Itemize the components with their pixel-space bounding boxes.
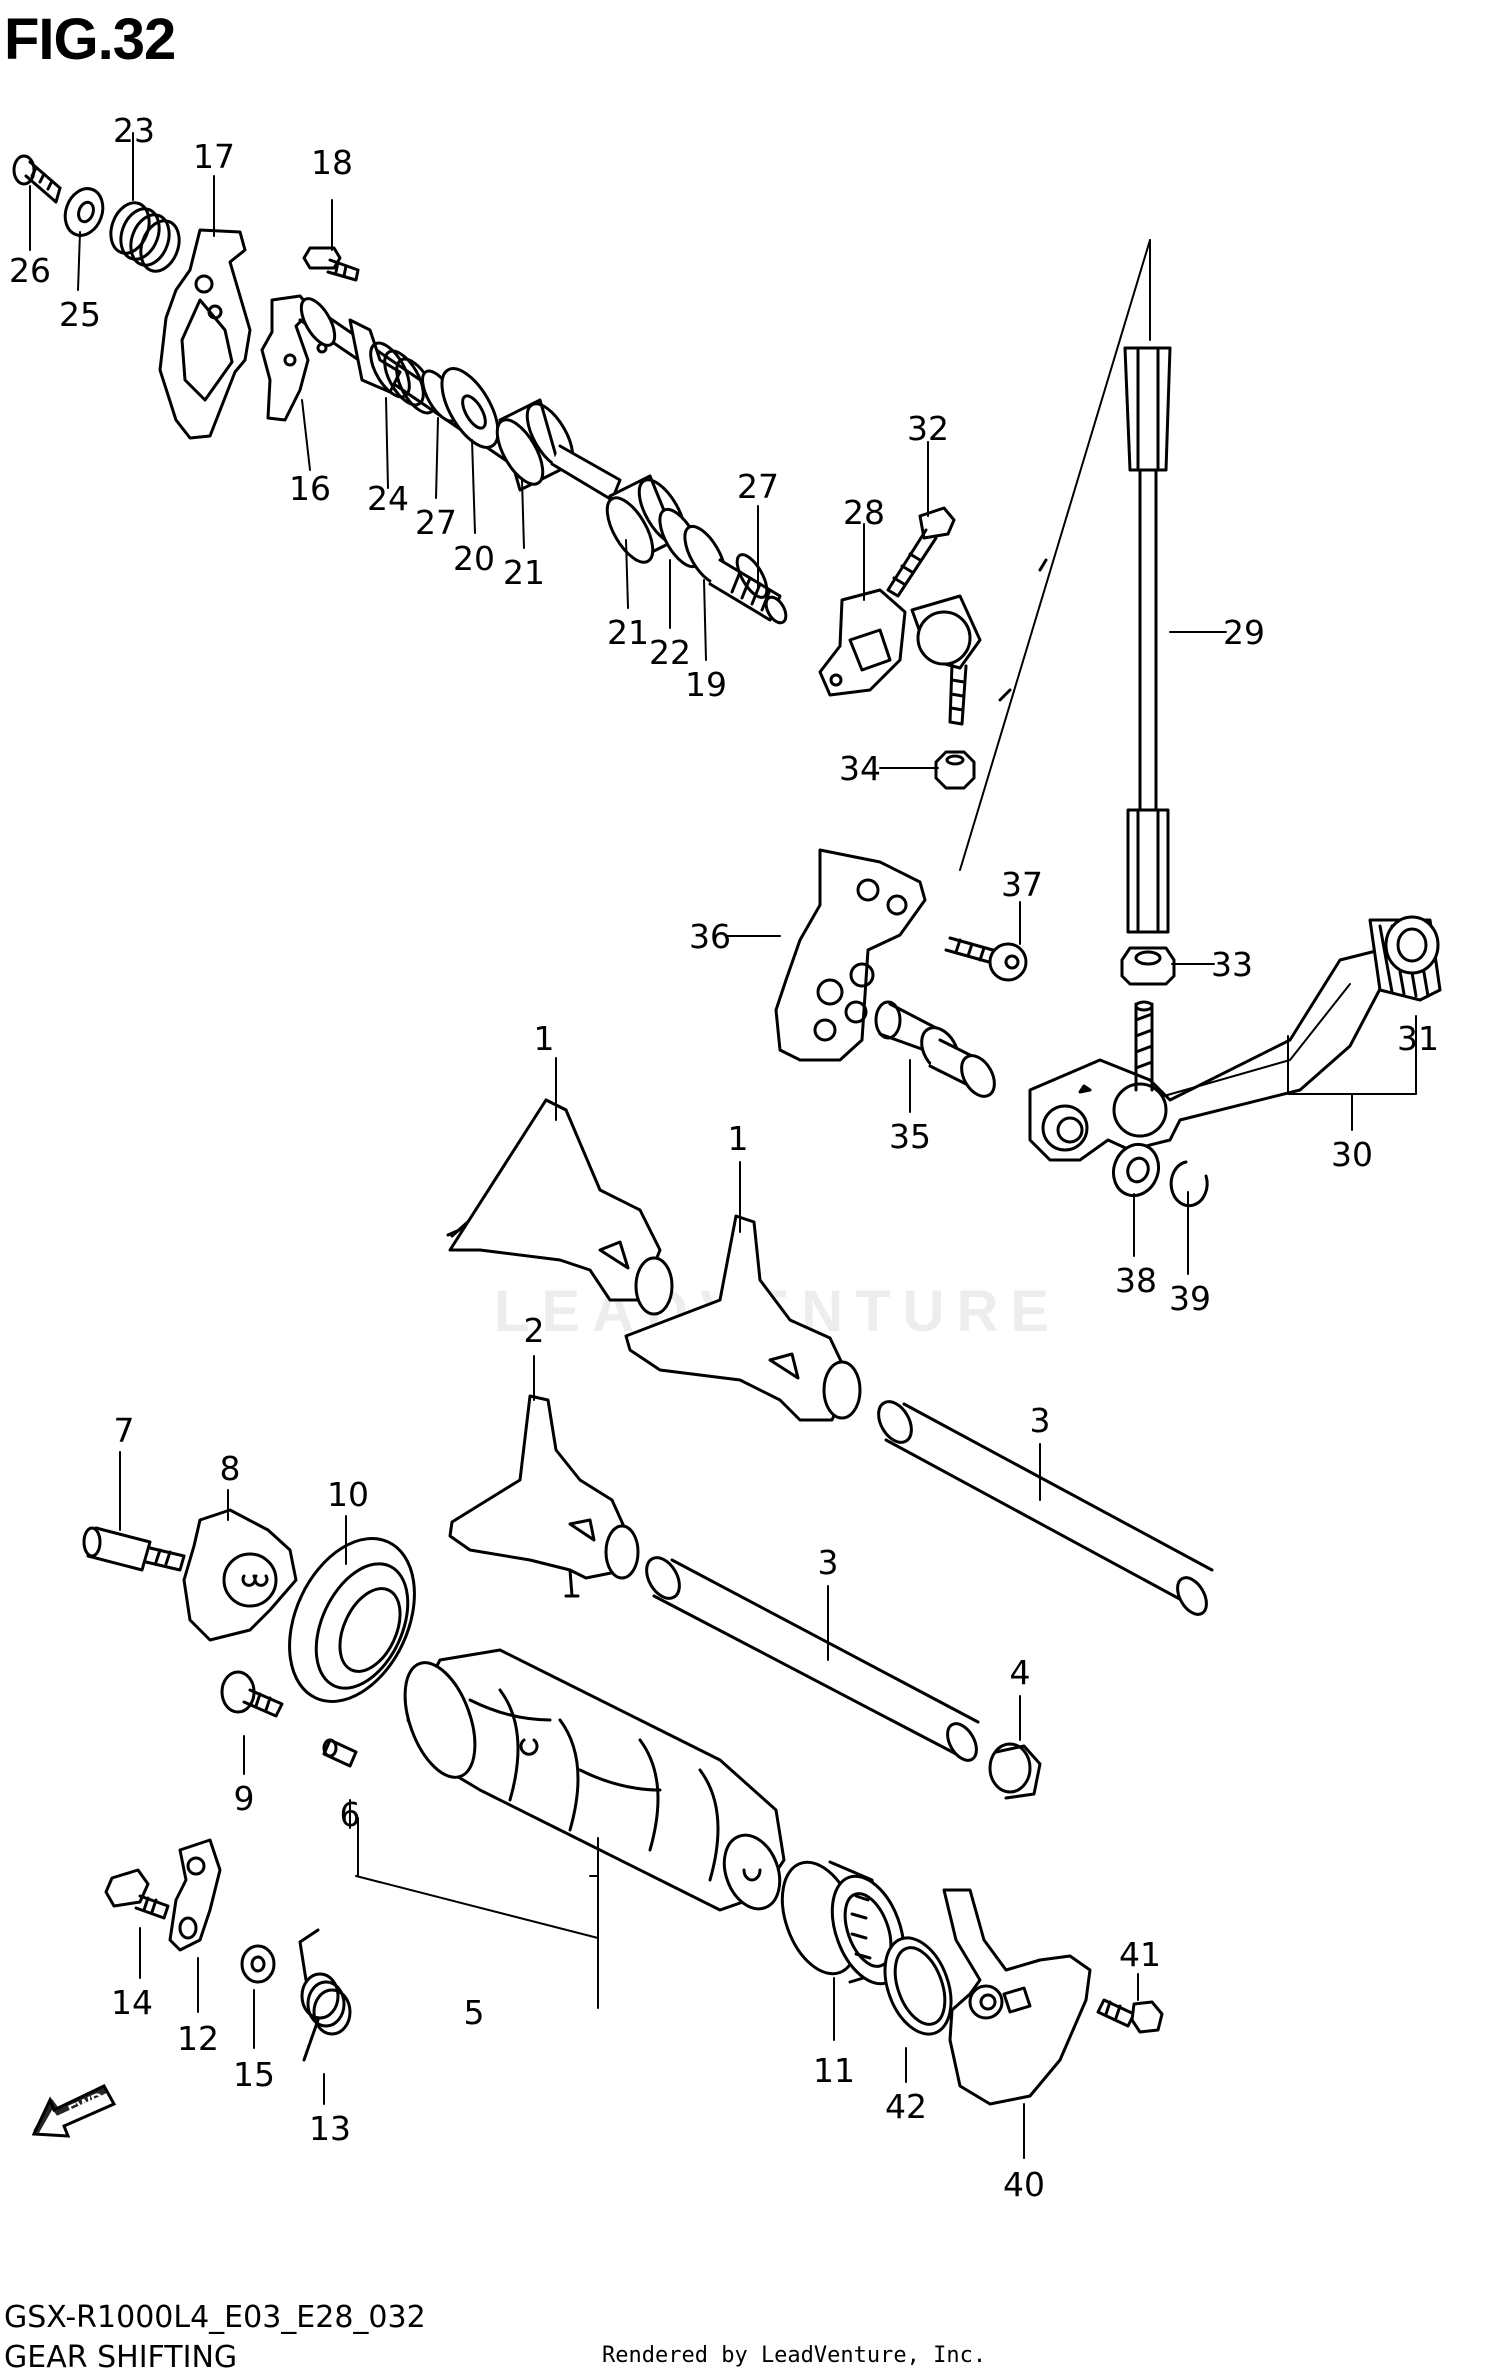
part-17-stopper-plate	[158, 228, 252, 440]
part-35-pivot-bolt	[874, 1000, 996, 1098]
part-14-bolt	[104, 1868, 170, 1920]
callout-5: 5	[464, 1993, 485, 2032]
part-5-gearshift-cam	[403, 1648, 786, 1912]
callout-1-upper: 1	[534, 1019, 555, 1058]
part-34-nut	[934, 750, 976, 790]
callout-8: 8	[220, 1449, 241, 1488]
shaft-spline-end	[708, 553, 788, 625]
callout-34: 34	[839, 749, 881, 788]
part-15-washer	[240, 1944, 276, 1984]
callout-42: 42	[885, 2087, 927, 2126]
callout-25: 25	[59, 295, 101, 334]
callout-10: 10	[327, 1475, 369, 1514]
callout-16: 16	[289, 469, 331, 508]
callout-15: 15	[233, 2055, 275, 2094]
callout-12: 12	[177, 2019, 219, 2058]
callout-7: 7	[114, 1411, 135, 1450]
section-title: GEAR SHIFTING	[4, 2340, 238, 2375]
callout-32: 32	[907, 409, 949, 448]
part-7-pin	[82, 1526, 186, 1572]
callout-41: 41	[1119, 1935, 1161, 1974]
callout-35: 35	[889, 1117, 931, 1156]
callout-26: 26	[9, 251, 51, 290]
part-9-bolt	[220, 1670, 284, 1718]
callout-28: 28	[843, 493, 885, 532]
callout-1-lower: 1	[728, 1119, 749, 1158]
callout-21-lower: 21	[607, 613, 649, 652]
callout-18: 18	[311, 143, 353, 182]
part-8-cam-stopper	[182, 1508, 298, 1642]
part-29-gearshift-link-rod	[959, 239, 1172, 934]
callout-3-lower: 3	[818, 1543, 839, 1582]
part-37-bolt	[944, 936, 1028, 982]
part-3-fork-shaft-lower	[645, 1556, 980, 1762]
part-3-fork-shaft-upper	[877, 1400, 1214, 1616]
render-credit: Rendered by LeadVenture, Inc.	[602, 2343, 987, 2368]
callout-27-lower: 27	[737, 467, 779, 506]
part-4-plug	[988, 1742, 1042, 1800]
leader-lines	[29, 132, 1417, 2159]
part-40-gearshift-cam-plate	[942, 1888, 1092, 2106]
callout-2: 2	[524, 1311, 545, 1350]
part-6-pin	[322, 1738, 358, 1768]
model-code: GSX-R1000L4_E03_E28_032	[4, 2300, 426, 2335]
part-2-shift-fork	[448, 1394, 640, 1598]
part-21-oil-seal	[495, 398, 575, 492]
callout-40: 40	[1003, 2165, 1045, 2204]
part-20-washer	[440, 367, 500, 449]
part-31-footrest-rubber	[1368, 915, 1442, 1002]
part-26-screw	[12, 154, 62, 204]
part-39-e-ring	[1169, 1160, 1209, 1208]
part-41-bolt	[1096, 1998, 1164, 2034]
callout-31: 31	[1397, 1019, 1439, 1058]
callout-39: 39	[1169, 1279, 1211, 1318]
part-13-spring	[298, 1928, 352, 2062]
part-30-gearshift-lever	[1028, 948, 1392, 1162]
part-25-washer	[63, 187, 105, 237]
callout-11: 11	[813, 2051, 855, 2090]
callout-4: 4	[1010, 1653, 1031, 1692]
callout-17: 17	[193, 137, 235, 176]
figure-title: FIG.32	[4, 7, 176, 72]
part-36-gearshift-bracket	[774, 848, 927, 1062]
callout-29: 29	[1223, 613, 1265, 652]
callout-27-upper: 27	[415, 503, 457, 542]
part-28-gearshift-arm	[818, 588, 907, 697]
callout-36: 36	[689, 917, 731, 956]
callout-13: 13	[309, 2109, 351, 2148]
callout-37: 37	[1001, 865, 1043, 904]
part-1-shift-fork-upper	[446, 1098, 674, 1316]
part-12-plate	[168, 1838, 222, 1952]
callout-21-upper: 21	[503, 553, 545, 592]
callout-labels: 1 1 2 3 3 4 5 6 7 8 9 10 11 12 13 14 15 …	[9, 111, 1439, 2204]
fwd-arrow-icon: FWD	[31, 2084, 117, 2138]
callout-33: 33	[1211, 945, 1253, 984]
callout-38: 38	[1115, 1261, 1157, 1300]
part-32-bolt	[886, 506, 956, 598]
part-23-spring	[109, 201, 181, 273]
shift-shaft-assembly	[12, 154, 982, 790]
callout-9: 9	[234, 1779, 255, 1818]
callout-22: 22	[649, 633, 691, 672]
callout-30: 30	[1331, 1135, 1373, 1174]
callout-6: 6	[340, 1795, 361, 1834]
part-38-washer	[1111, 1142, 1161, 1198]
part-24-return-spring	[348, 318, 437, 415]
callout-19: 19	[685, 665, 727, 704]
part-33-nut	[1120, 946, 1176, 986]
callout-20: 20	[453, 539, 495, 578]
callout-14: 14	[111, 1983, 153, 2022]
part-42-o-ring	[883, 1936, 953, 2036]
tie-rod-end	[910, 594, 982, 726]
part-1-shift-fork-lower	[624, 1214, 862, 1422]
part-10-bearing	[288, 1537, 416, 1703]
part-18-bolt	[302, 246, 360, 282]
callout-24: 24	[367, 479, 409, 518]
callout-3-upper: 3	[1030, 1401, 1051, 1440]
callout-23: 23	[113, 111, 155, 150]
